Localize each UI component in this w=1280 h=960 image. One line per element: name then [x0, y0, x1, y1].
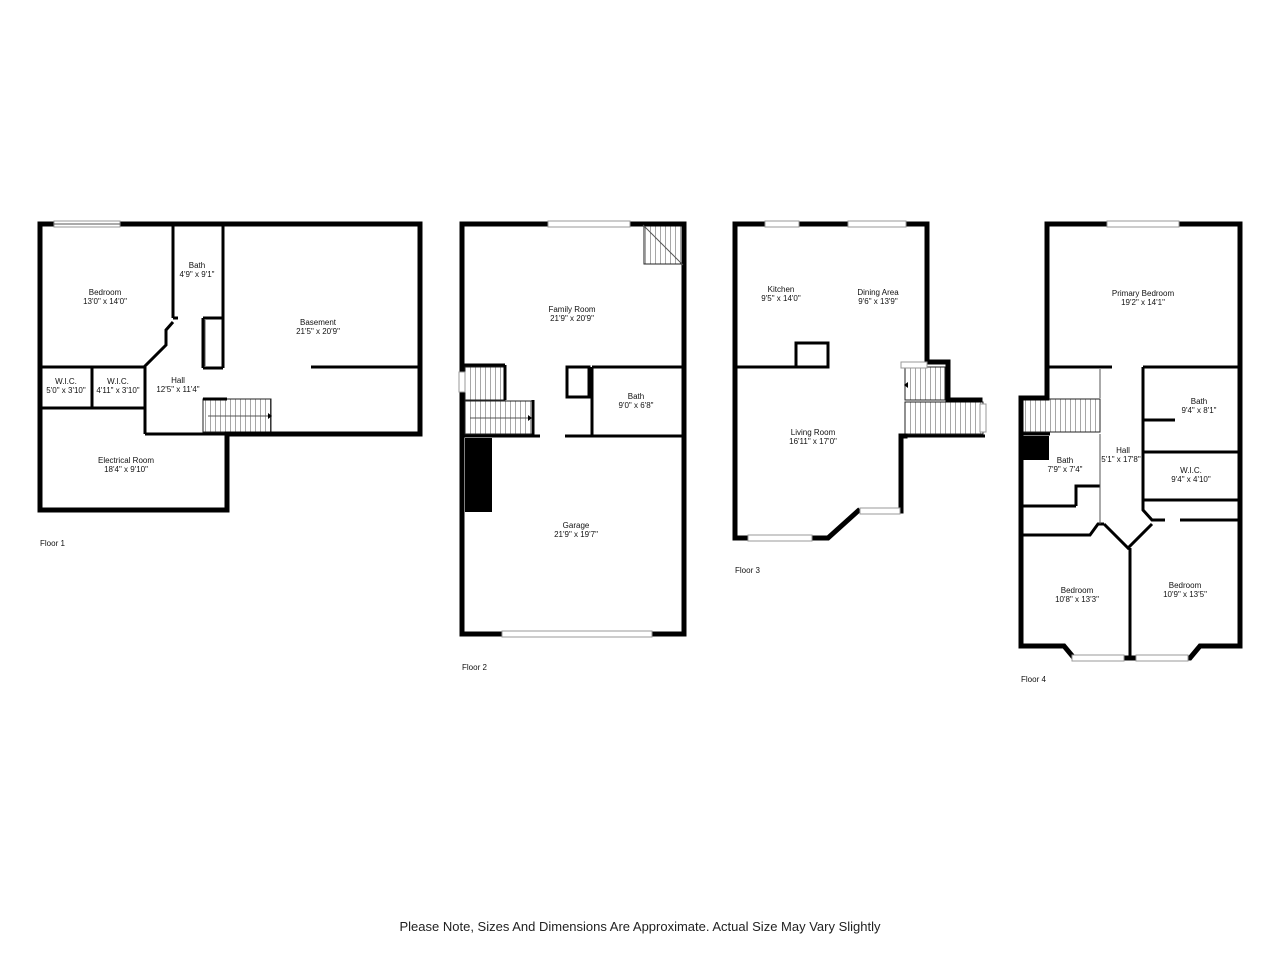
room-garage-dims: 21'9" x 19'7" [554, 530, 598, 539]
floor-3-stairs-lower [904, 401, 984, 435]
room-electrical-room-name: Electrical Room [98, 456, 154, 465]
room-bedroom-name: Bedroom [1169, 581, 1202, 590]
room-bedroom-dims: 13'0" x 14'0" [83, 297, 127, 306]
floor-4-label: Floor 4 [1021, 675, 1046, 684]
floor-3-label: Floor 3 [735, 566, 760, 575]
room-hall-dims: 12'5" x 11'4" [156, 385, 199, 394]
room-bath-dims: 7'9" x 7'4" [1048, 465, 1083, 474]
room-bath-dims: 9'4" x 8'1" [1182, 406, 1217, 415]
room-electrical-room-dims: 18'4" x 9'10" [104, 465, 148, 474]
room-living-room-dims: 16'11" x 17'0" [789, 437, 837, 446]
room-bath-dims: 9'0" x 6'8" [619, 401, 654, 410]
room-bath-name: Bath [1191, 397, 1207, 406]
room-garage-name: Garage [563, 521, 590, 530]
room-wic-dims: 9'4" x 4'10" [1171, 475, 1211, 484]
room-living-room-name: Living Room [791, 428, 836, 437]
room-bath-dims: 4'9" x 9'1" [180, 270, 215, 279]
floor-1-plan: Bedroom 13'0" x 14'0" Bath 4'9" x 9'1" B… [37, 220, 423, 548]
floor-2-plan: Family Room 21'9" x 20'9" Bath 9'0" x 6'… [458, 220, 687, 672]
room-family-room-name: Family Room [548, 305, 595, 314]
floor-2-solid-block [465, 438, 492, 512]
room-primary-bedroom-name: Primary Bedroom [1112, 289, 1175, 298]
room-bath-name: Bath [628, 392, 644, 401]
room-basement-name: Basement [300, 318, 337, 327]
room-wic-name: W.I.C. [1180, 466, 1202, 475]
room-bath-name: Bath [1057, 456, 1073, 465]
room-hall-name: Hall [1116, 446, 1130, 455]
room-bedroom-name: Bedroom [89, 288, 122, 297]
floor-2-stairs-upper [464, 366, 506, 401]
room-hall-name: Hall [171, 376, 185, 385]
room-wic-name: W.I.C. [107, 377, 129, 386]
floor-4-stairs [1021, 398, 1101, 433]
floor-2-label: Floor 2 [462, 663, 487, 672]
floor-3-stairs-upper [904, 366, 946, 401]
room-bedroom-name: Bedroom [1061, 586, 1094, 595]
room-dining-area-dims: 9'6" x 13'9" [858, 297, 898, 306]
room-bedroom-dims: 10'8" x 13'3" [1055, 595, 1099, 604]
room-bath-name: Bath [189, 261, 205, 270]
room-wic-dims: 5'0" x 3'10" [46, 386, 86, 395]
room-wic-dims: 4'11" x 3'10" [96, 386, 139, 395]
room-wic-name: W.I.C. [55, 377, 77, 386]
room-basement-dims: 21'5" x 20'9" [296, 327, 340, 336]
room-kitchen-dims: 9'5" x 14'0" [761, 294, 801, 303]
room-bedroom-dims: 10'9" x 13'5" [1163, 590, 1207, 599]
disclaimer-note: Please Note, Sizes And Dimensions Are Ap… [399, 919, 881, 934]
room-dining-area-name: Dining Area [857, 288, 899, 297]
floor-3-plan: Kitchen 9'5" x 14'0" Dining Area 9'6" x … [732, 220, 987, 575]
floor-1-label: Floor 1 [40, 539, 65, 548]
floor-4-plan: Primary Bedroom 19'2" x 14'1" Bath 9'4" … [1018, 220, 1243, 684]
room-primary-bedroom-dims: 19'2" x 14'1" [1121, 298, 1165, 307]
room-family-room-dims: 21'9" x 20'9" [550, 314, 594, 323]
room-kitchen-name: Kitchen [768, 285, 795, 294]
floor-4-solid-block [1022, 436, 1049, 460]
room-hall-dims: 5'1" x 17'8" [1101, 455, 1141, 464]
